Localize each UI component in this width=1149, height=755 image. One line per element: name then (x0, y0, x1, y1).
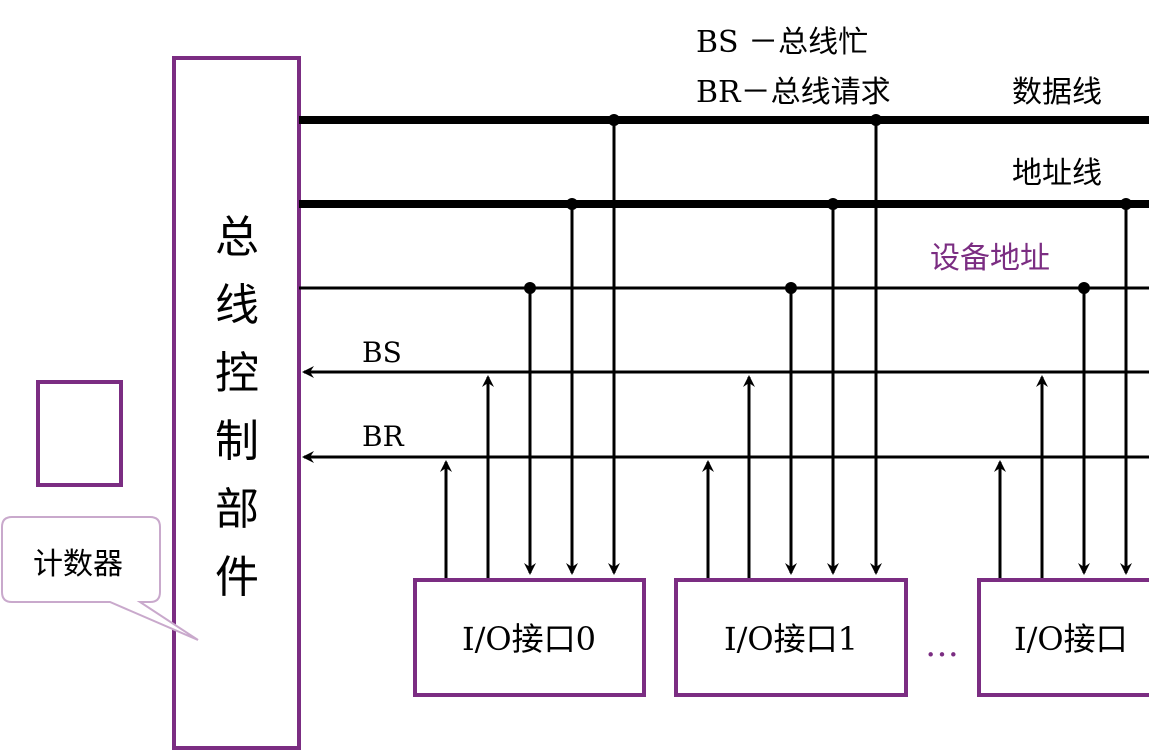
br-line-label: BR (362, 420, 405, 453)
bus-controller-box (172, 56, 301, 750)
counter-box (36, 380, 123, 487)
io-interface-n-label: I/O接口 (1014, 620, 1128, 658)
bs-line-label: BS (362, 336, 402, 369)
io-interface-0-box (413, 578, 646, 697)
io-interface-n-box (977, 578, 1149, 697)
counter-callout-text: 计数器 (33, 547, 123, 582)
top-fragment (140, 0, 660, 10)
address-bus-label: 地址线 (1012, 156, 1102, 191)
interface-n-connections (994, 204, 1132, 578)
controller-char: 部 (215, 484, 259, 535)
controller-char: 制 (215, 416, 259, 467)
controller-char: 件 (215, 552, 259, 603)
legend-bs: BS －总线忙 (696, 25, 868, 60)
interfaces-ellipsis: … (925, 625, 959, 665)
data-bus-label: 数据线 (1012, 75, 1102, 110)
counter-callout (1, 516, 199, 641)
controller-char: 总 (215, 212, 259, 263)
device-address-label: 设备地址 (930, 241, 1050, 276)
controller-char: 线 (215, 280, 259, 331)
interface-0-connections (440, 120, 620, 578)
io-interface-1-box (674, 578, 908, 697)
controller-char: 控 (215, 348, 259, 399)
bus-controller-label: 总 线 控 制 部 件 (215, 212, 259, 603)
io-interface-0-label: I/O接口0 (462, 620, 596, 658)
io-interface-1-label: I/O接口1 (724, 620, 858, 658)
interface-1-connections (702, 120, 882, 578)
legend-br: BR－总线请求 (696, 75, 891, 110)
